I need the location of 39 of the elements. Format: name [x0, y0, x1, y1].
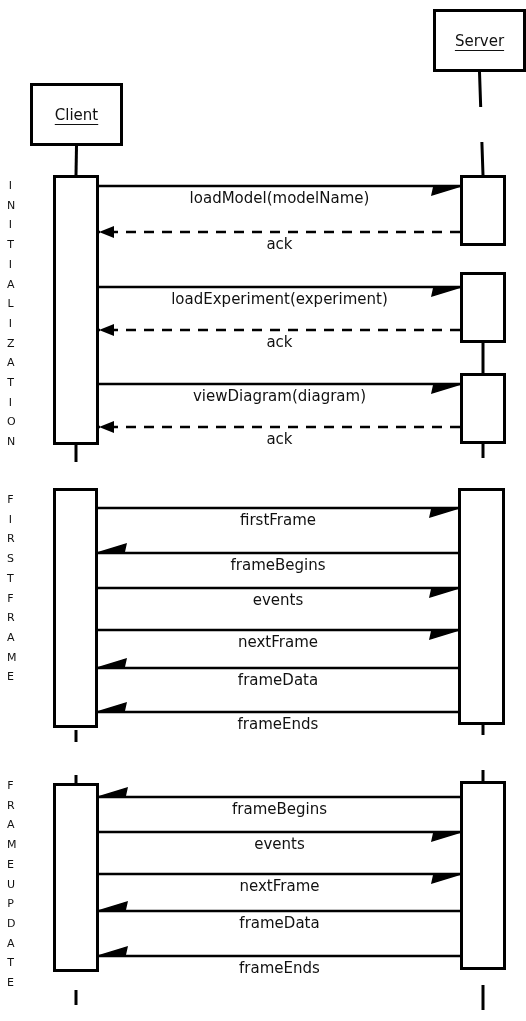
lifeline [481, 343, 485, 373]
message-arrow [99, 226, 460, 238]
message-arrow [99, 872, 462, 884]
phase-label: INITIALIZATION [7, 178, 14, 451]
message-arrow [96, 702, 458, 714]
message-arrow [99, 285, 462, 297]
object-box [30, 83, 123, 146]
activation-bar [53, 488, 98, 728]
message-label: frameBegins [228, 557, 328, 574]
activation-bar [53, 783, 99, 972]
message-arrow [98, 506, 460, 518]
message-arrow [98, 586, 460, 598]
activation-bar [460, 175, 506, 246]
activation-bar [53, 175, 99, 445]
message-arrow [99, 184, 462, 196]
object-box [433, 9, 526, 72]
message-arrow [98, 628, 460, 640]
object-name: Client [54, 105, 99, 124]
message-arrow [99, 830, 462, 842]
message-arrow [97, 901, 460, 913]
message-arrow [99, 382, 462, 394]
message-arrow [99, 324, 460, 336]
message-arrow [99, 421, 460, 433]
phase-label: FRAME UPDATE [7, 778, 14, 992]
activation-bar [460, 373, 506, 444]
activation-bar [460, 272, 506, 343]
message-arrow [97, 946, 460, 958]
message-label: frameBegins [230, 801, 329, 818]
message-label: loadModel(modelName) [187, 190, 372, 207]
object-name: Server [454, 31, 505, 50]
message-label: viewDiagram(diagram) [191, 388, 368, 405]
message-arrow [97, 787, 460, 799]
activation-bar [460, 781, 506, 970]
phase-label: FIRST FRAME [7, 492, 14, 686]
message-arrow [96, 658, 458, 670]
message-label: loadExperiment(experiment) [169, 291, 390, 308]
lifeline [74, 145, 78, 176]
activation-bar [458, 488, 505, 725]
message-arrow [96, 543, 458, 555]
